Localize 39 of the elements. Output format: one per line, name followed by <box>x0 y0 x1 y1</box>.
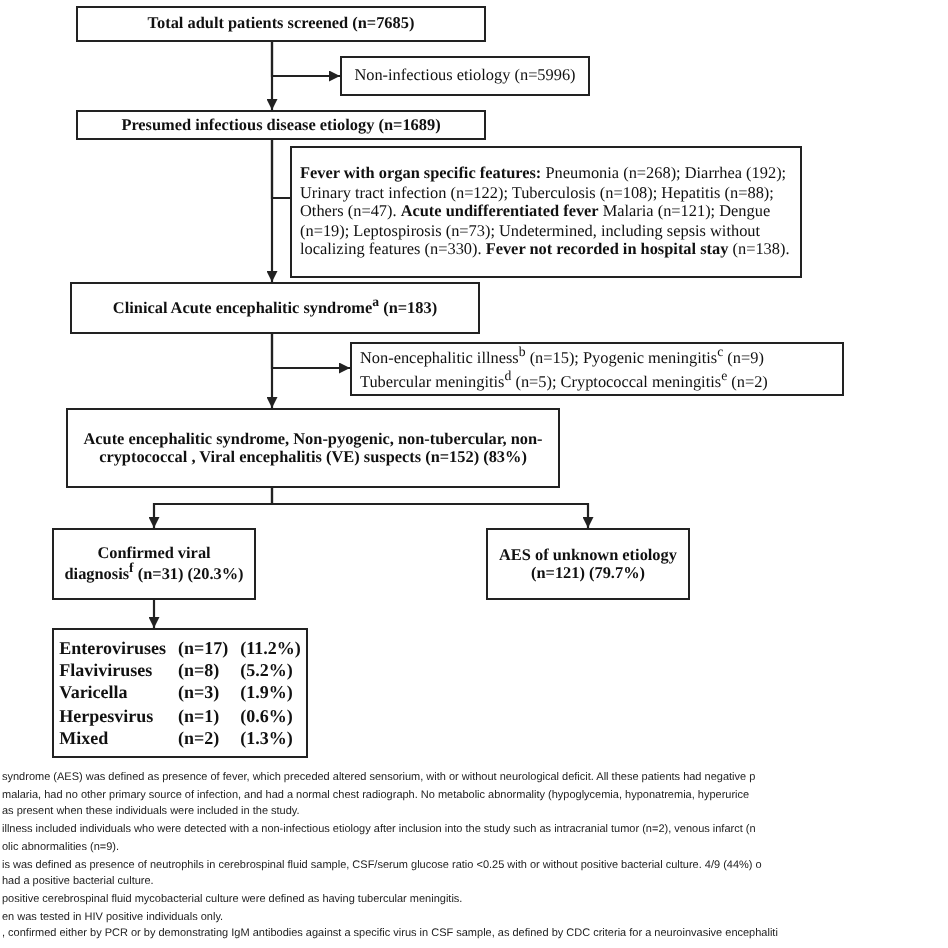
table-text: Herpesvirus <box>59 705 156 727</box>
outcome-box <box>52 528 256 600</box>
process-box <box>76 110 486 140</box>
box-text: Presumed infectious disease etiology (n=1689) <box>121 115 441 135</box>
table-text: (1.3%) <box>240 728 295 749</box>
exclusion-box <box>340 56 590 96</box>
table-text: (n=2) <box>177 728 222 749</box>
process-box <box>70 282 480 334</box>
box-text: Clinical Acute encephalitic syndrome$^{a}$ (n=183) <box>112 296 438 320</box>
arrow <box>266 334 278 408</box>
table-text: (1.9%) <box>240 682 295 704</box>
table-text: (11.2%) <box>240 637 301 658</box>
box-text: Total adult patients screened (n=7685) <box>147 14 415 34</box>
box-text: Acute encephalitic syndrome, Non-pyogenic, non-tubercular, non-cryptococcal , Viral encephalitis (VE) suspects (n=152) (83%) <box>81 429 545 467</box>
table-text: (n=3) <box>177 682 222 704</box>
box-text: AES of unknown etiology (n=121) (79.7%) <box>497 545 679 583</box>
table-text: Mixed <box>59 728 111 749</box>
process-box <box>66 408 560 488</box>
box-text: Fever with organ specific features: Pneumonia (n=268); Diarrhea (192); Urinary tract infection (n=122); Tuberculosis (n=108); Hepatitis (n=88); Others (n=47). Acute undifferentiated fever Malaria (n=121); Dengue (n=19); Leptospirosis (n=73); Undetermined, including sepsis without localizing features (n=330). Fever not recorded in hospital stay (n=138). <box>300 164 792 260</box>
table-text: Varicella <box>59 682 130 704</box>
arrow <box>148 600 160 628</box>
arrow <box>266 140 278 282</box>
table-text: (n=8) <box>177 659 222 681</box>
table-text: Flaviviruses <box>59 659 155 681</box>
box-text: Confirmed viral diagnosis$^{f}$ (n=31) (20.3%) <box>62 543 246 585</box>
arrow <box>270 488 594 528</box>
box-text: Non-encephalitic illness$^{b}$ (n=15); Pyogenic meningitis$^{c}$ (n=9) Tubercular meningitis$^{d}$ (n=5); Cryptococcal meningitis$^{e}$ (n=2) <box>360 346 770 392</box>
outcome-box <box>486 528 690 600</box>
process-box <box>76 6 486 42</box>
results-table-box <box>52 628 308 758</box>
exclusion-box <box>350 342 844 396</box>
table-text: (n=1) <box>177 705 222 727</box>
table-text: (n=17) <box>177 637 229 658</box>
detail-box <box>290 146 802 278</box>
table-text: Enteroviruses <box>59 637 166 658</box>
table-text: (0.6%) <box>240 705 295 727</box>
table-text: (5.2%) <box>240 659 295 681</box>
box-text: Non-infectious etiology (n=5996) <box>354 66 576 86</box>
arrow <box>270 42 340 82</box>
